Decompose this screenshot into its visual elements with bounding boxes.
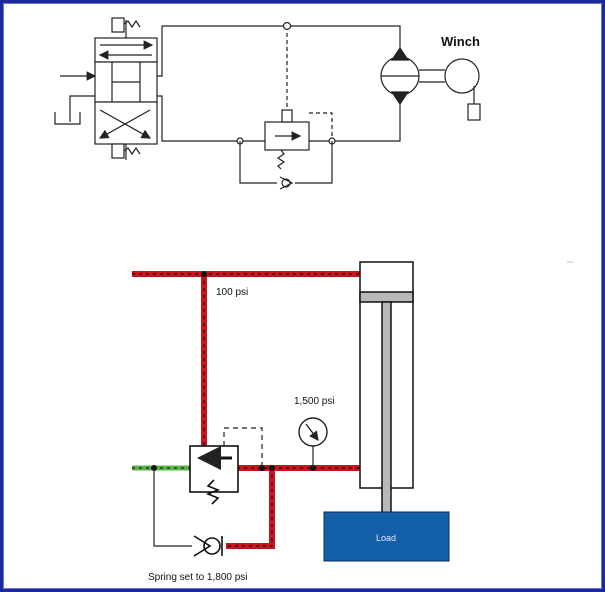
pilot-line-bottom <box>223 427 263 468</box>
gauge-label: 1,500 psi <box>294 396 335 407</box>
winch-label: Winch <box>441 34 480 49</box>
hydraulic-cylinder <box>359 261 414 515</box>
hydraulic-motor <box>380 46 420 106</box>
bypass-line-left <box>239 141 277 184</box>
winch-lower-line <box>157 95 401 142</box>
winch-upper-line <box>157 25 401 77</box>
bypass-line-right <box>295 141 333 184</box>
spring-setting-label: Spring set to 1,800 psi <box>148 572 248 583</box>
check-valve-bottom <box>193 535 223 557</box>
check-valve-top <box>279 176 294 190</box>
load-block <box>323 511 450 562</box>
winch-load-weight <box>467 103 481 121</box>
tank-line <box>69 95 95 122</box>
directional-valve <box>94 17 158 160</box>
winch-drum <box>444 58 480 94</box>
check-bypass-line <box>153 468 192 547</box>
load-label: Load <box>376 533 396 543</box>
winch-circuit <box>54 17 481 190</box>
pressure-gauge <box>298 417 328 468</box>
relief-valve <box>189 445 239 505</box>
cylinder-circuit: Load <box>132 261 573 562</box>
pressure-lines <box>132 271 360 549</box>
tank-symbol <box>54 112 81 125</box>
counterbalance-valve <box>264 109 333 170</box>
pressure-label-100psi: 100 psi <box>216 287 248 298</box>
